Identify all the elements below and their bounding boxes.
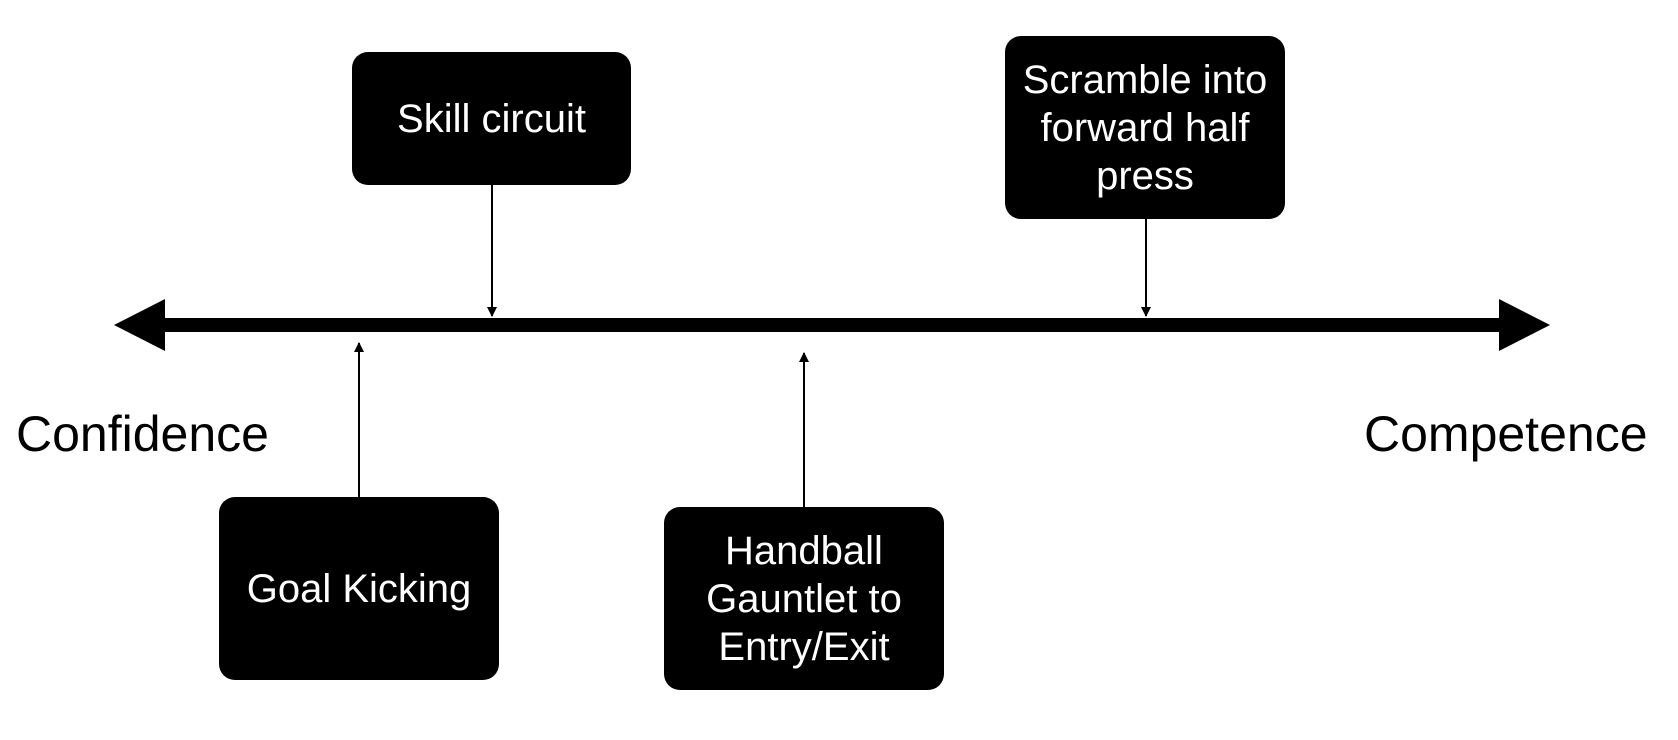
activity-box-scramble: Scramble into forward half press bbox=[1005, 36, 1285, 219]
activity-box-handball-gauntlet: Handball Gauntlet to Entry/Exit bbox=[664, 507, 944, 690]
axis-right-arrowhead bbox=[1499, 299, 1550, 351]
axis-right-label: Competence bbox=[1364, 406, 1648, 462]
activity-label: Handball Gauntlet to Entry/Exit bbox=[706, 528, 902, 669]
axis-left-label: Confidence bbox=[16, 406, 269, 462]
spectrum-axis bbox=[114, 299, 1550, 351]
activity-label: Skill circuit bbox=[397, 96, 586, 141]
activity-label: Scramble into forward half press bbox=[1022, 57, 1268, 198]
activity-box-skill-circuit: Skill circuit bbox=[352, 52, 631, 185]
activity-label: Goal Kicking bbox=[246, 566, 472, 611]
activity-box-goal-kicking: Goal Kicking bbox=[219, 497, 499, 680]
axis-left-arrowhead bbox=[114, 299, 165, 351]
